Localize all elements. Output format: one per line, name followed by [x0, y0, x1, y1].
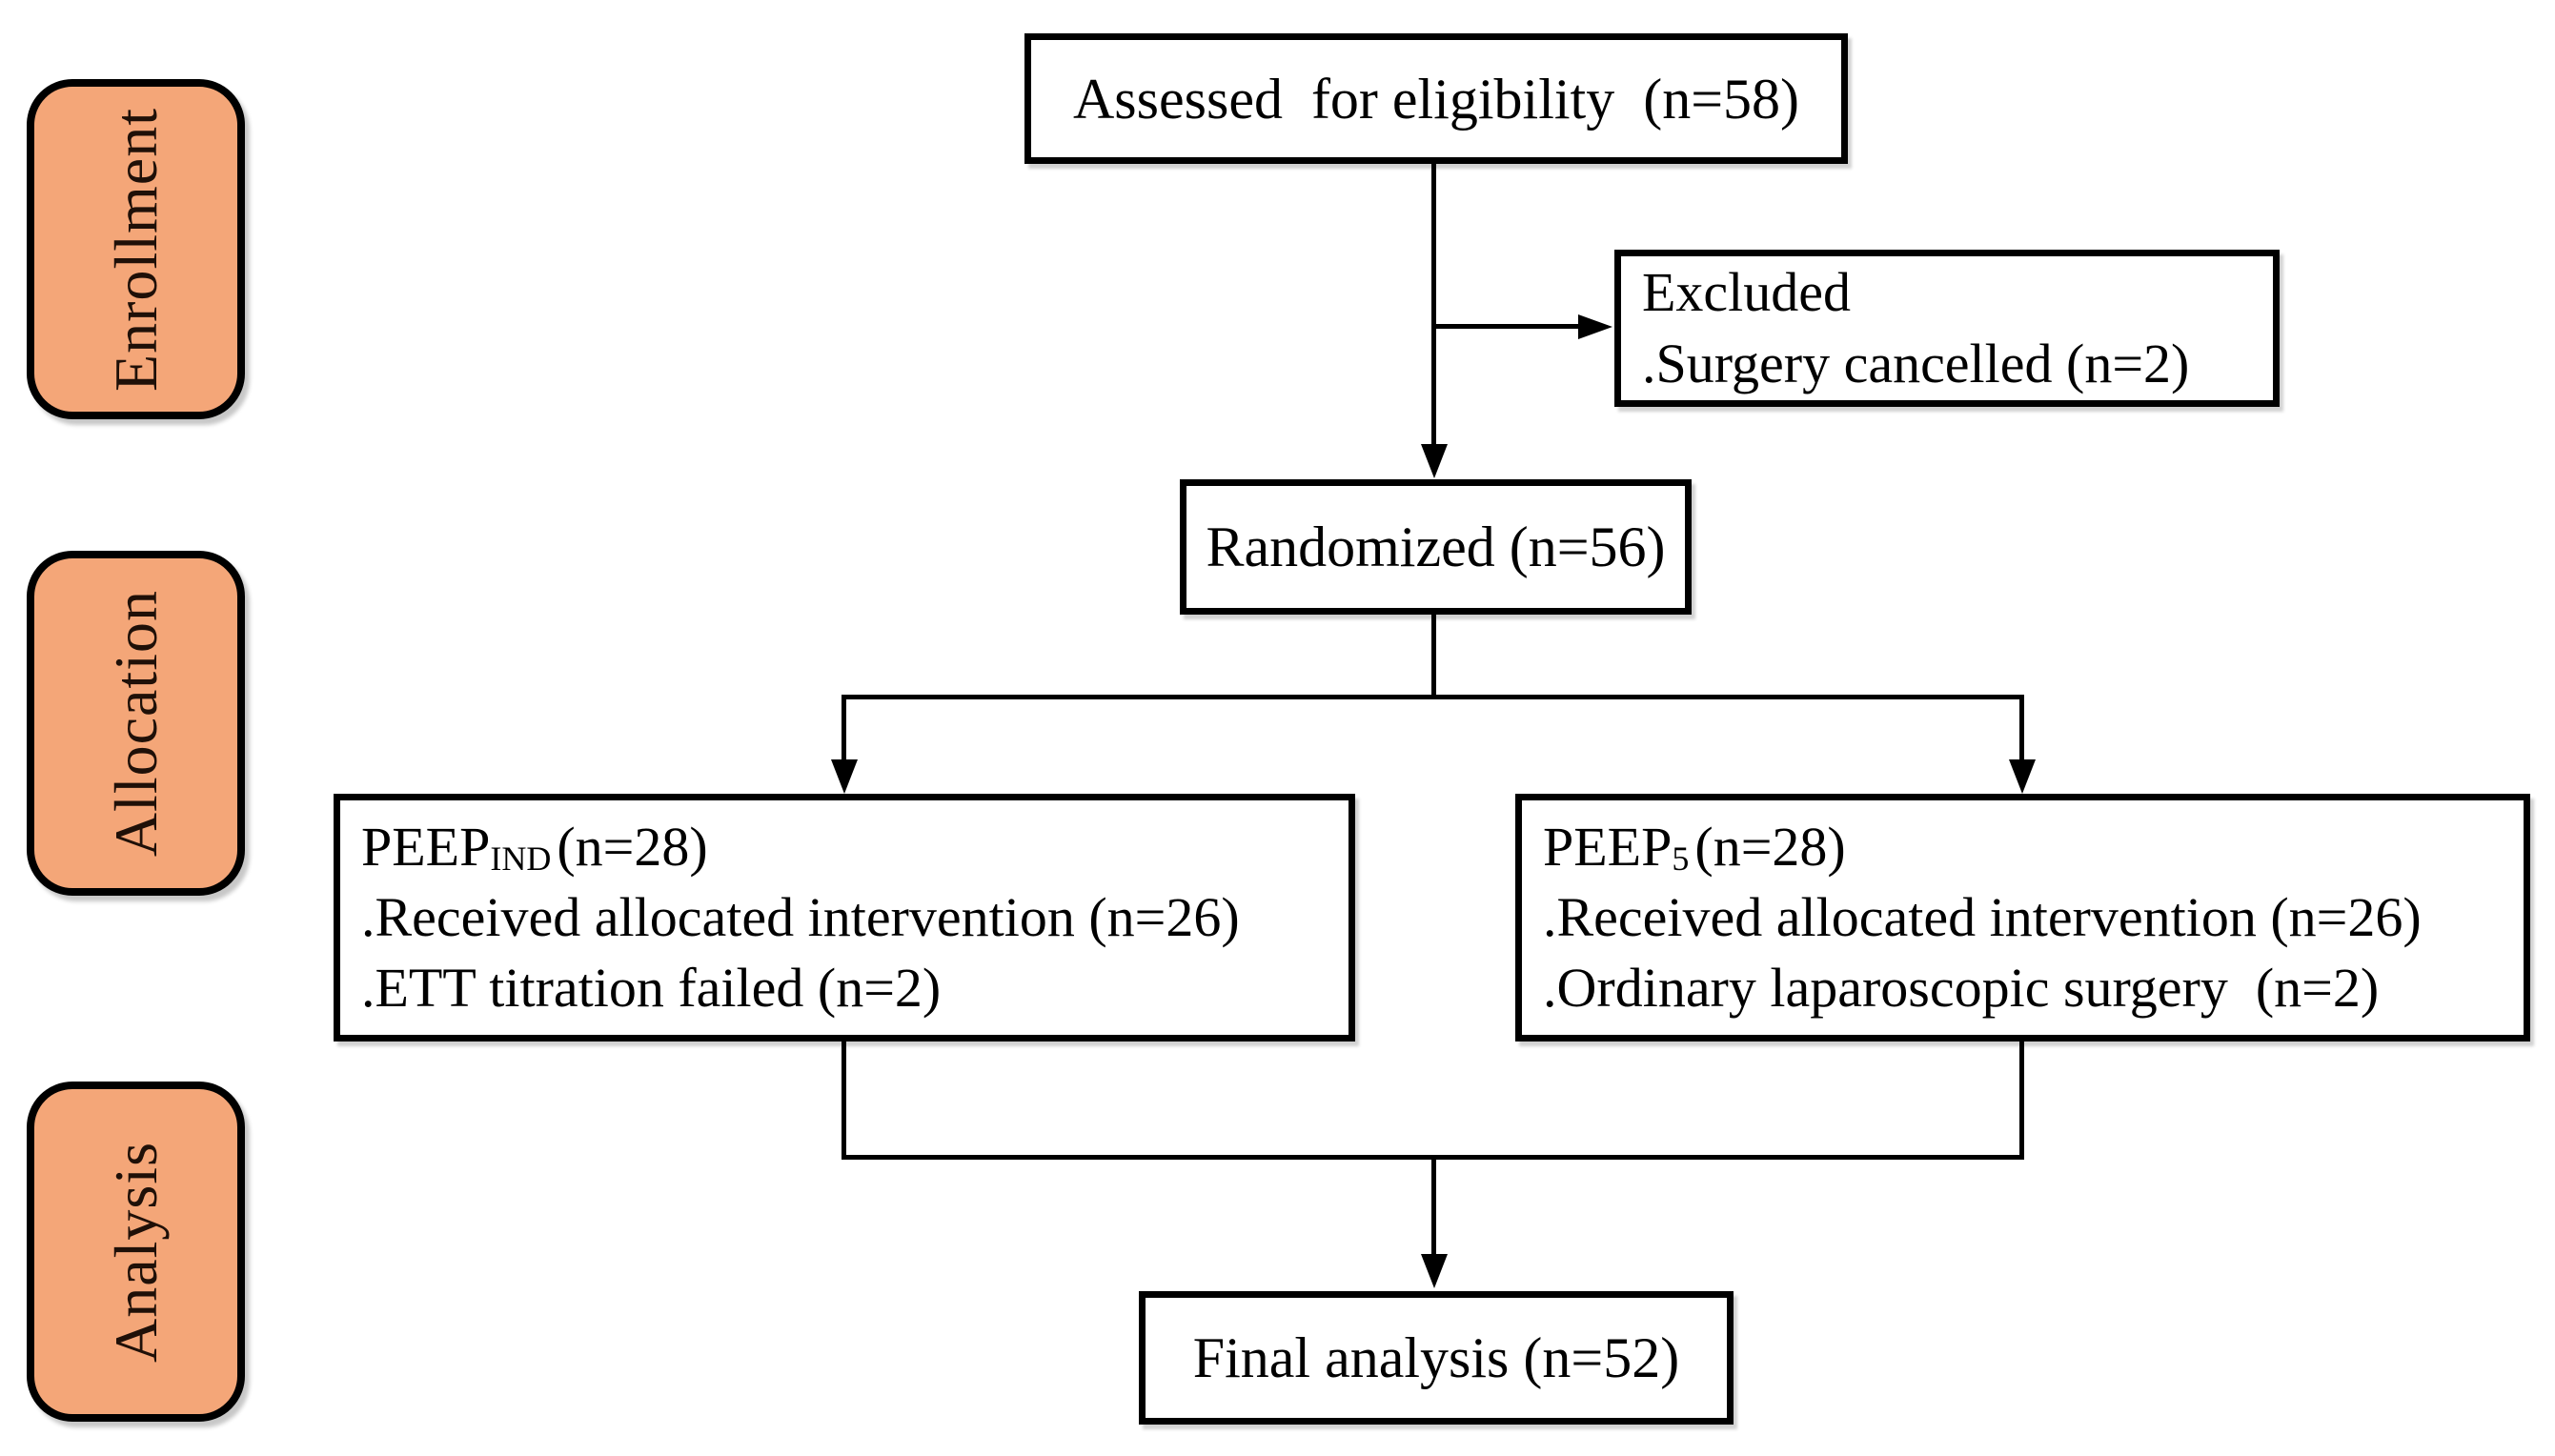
peep-ind-line2: .Received allocated intervention (n=26) — [361, 885, 1240, 948]
connector-merge-to-final — [1431, 1155, 1436, 1256]
peep-ind-title-base: PEEP — [361, 815, 491, 878]
connector-peep-ind-to-merge — [842, 1041, 846, 1160]
peep-5-line2: .Received allocated intervention (n=26) — [1543, 885, 2422, 948]
peep-ind-title-subscript: IND — [490, 839, 552, 878]
randomized-box: Randomized (n=56) — [1180, 479, 1692, 615]
excluded-line2: .Surgery cancelled (n=2) — [1642, 332, 2190, 394]
randomized-text: Randomized (n=56) — [1206, 516, 1666, 578]
arrowhead-into-randomized — [1421, 444, 1448, 478]
excluded-line1: Excluded — [1642, 261, 1852, 324]
final-analysis-text: Final analysis (n=52) — [1192, 1326, 1680, 1389]
stage-enrollment: Enrollment — [27, 79, 245, 419]
excluded-box: Excluded .Surgery cancelled (n=2) — [1614, 250, 2280, 407]
connector-randomized-to-branch — [1431, 615, 1436, 699]
connector-branch-to-peep-5 — [2019, 695, 2024, 761]
connector-peep-5-to-merge — [2019, 1041, 2024, 1160]
peep-5-title-subscript: 5 — [1672, 839, 1690, 878]
peep-5-line3: .Ordinary laparoscopic surgery (n=2) — [1543, 957, 2380, 1020]
stage-allocation: Allocation — [27, 551, 245, 896]
connector-branch-to-peep-ind — [842, 695, 846, 761]
peep-ind-title-count: (n=28) — [557, 815, 708, 878]
connector-to-excluded — [1434, 324, 1580, 329]
peep-ind-line3: .ETT titration failed (n=2) — [361, 957, 942, 1020]
peep-5-title: PEEP5(n=28) — [1543, 812, 2518, 882]
arrowhead-into-excluded — [1578, 314, 1612, 339]
stage-analysis: Analysis — [27, 1082, 245, 1422]
assessed-text: Assessed for eligibility (n=58) — [1072, 67, 1800, 131]
stage-enrollment-label: Enrollment — [101, 107, 170, 392]
arrowhead-into-peep-ind — [831, 759, 858, 794]
peep-ind-title: PEEPIND(n=28) — [361, 812, 1343, 882]
connector-assessed-to-randomized — [1431, 164, 1436, 446]
arrowhead-into-peep-5 — [2009, 759, 2036, 794]
stage-allocation-label: Allocation — [101, 589, 170, 858]
arrowhead-into-final — [1421, 1254, 1448, 1288]
stage-analysis-label: Analysis — [101, 1141, 170, 1363]
branch-horizontal-line — [842, 695, 2024, 699]
final-analysis-box: Final analysis (n=52) — [1139, 1291, 1734, 1425]
peep-5-title-base: PEEP — [1543, 815, 1673, 878]
peep-ind-group-box: PEEPIND(n=28) .Received allocated interv… — [334, 794, 1355, 1041]
assessed-for-eligibility-box: Assessed for eligibility (n=58) — [1024, 33, 1848, 164]
peep-5-group-box: PEEP5(n=28) .Received allocated interven… — [1515, 794, 2530, 1041]
peep-5-title-count: (n=28) — [1694, 815, 1846, 878]
